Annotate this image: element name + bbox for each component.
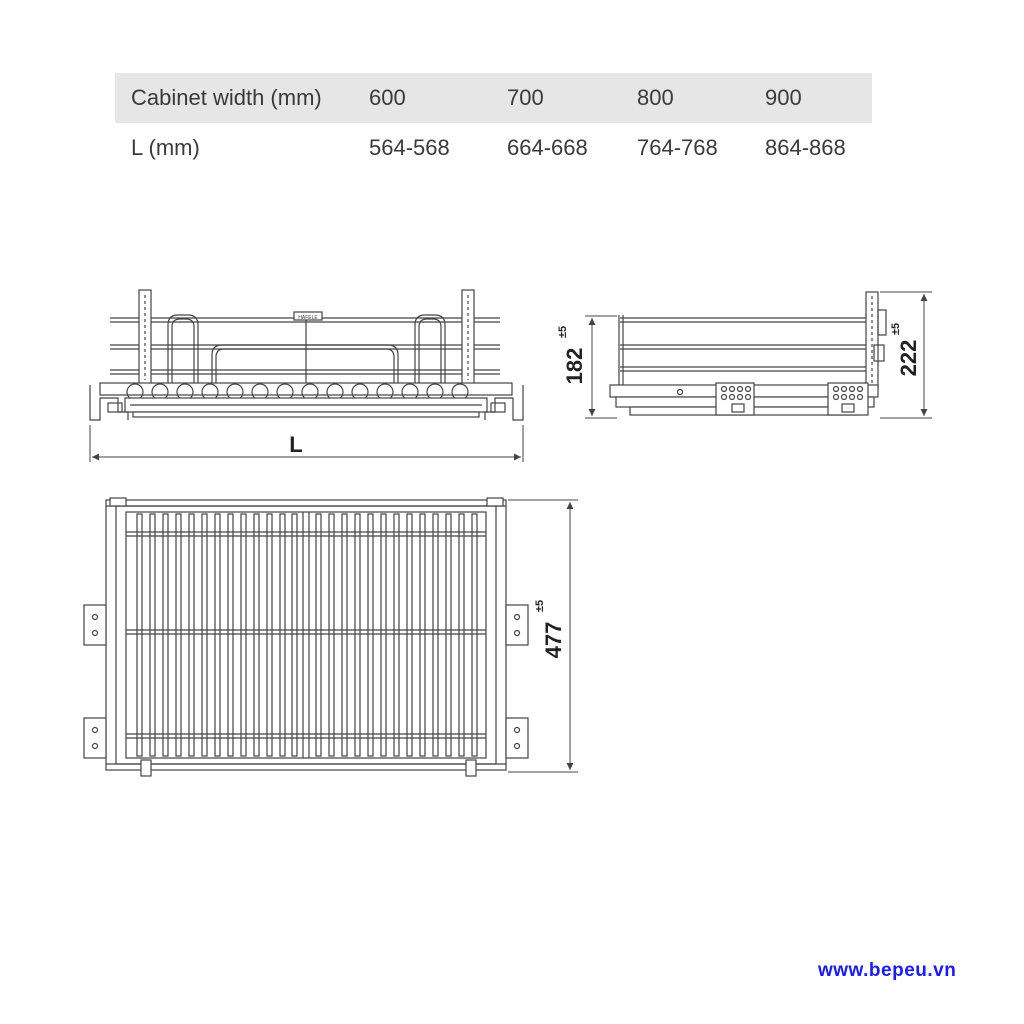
website-watermark: www.bepeu.vn: [818, 960, 957, 981]
dimension-l-label: L: [289, 432, 302, 457]
spec-table-header-row: Cabinet width (mm) 600 700 800 900: [115, 73, 872, 123]
header-600: 600: [369, 73, 507, 123]
row-l-700: 664-668: [507, 135, 588, 160]
side-view-fastener-holes: [720, 385, 864, 401]
dimension-477-tolerance: ±5: [534, 600, 546, 612]
front-brand-mark: HAFELE: [298, 315, 318, 321]
dimension-182: [585, 315, 617, 419]
dimension-477-label: 477: [541, 622, 566, 659]
dimension-182-label: 182: [562, 348, 587, 385]
row-l-800: 764-768: [637, 135, 718, 160]
front-view: HAFELE: [89, 289, 524, 421]
dimension-222: [880, 291, 932, 419]
spec-table: Cabinet width (mm) 600 700 800 900 L (mm…: [115, 73, 872, 173]
dimension-477: [508, 499, 578, 773]
header-700: 700: [507, 73, 637, 123]
header-900: 900: [765, 73, 872, 123]
dimension-182-tolerance: ±5: [557, 326, 569, 338]
spec-table-row-l: L (mm) 564-568 664-668 764-768 864-868: [115, 123, 872, 173]
row-l-600: 564-568: [369, 135, 450, 160]
top-view-slats: [136, 513, 478, 757]
dimension-222-tolerance: ±5: [890, 323, 902, 335]
row-l-label: L (mm): [131, 135, 200, 160]
side-view: [609, 291, 887, 416]
dimension-l: [89, 425, 524, 462]
row-l-900: 864-868: [765, 135, 846, 160]
top-view: [83, 497, 529, 777]
dimension-222-label: 222: [896, 340, 921, 377]
header-cabinet-width: Cabinet width (mm): [115, 73, 369, 123]
header-800: 800: [637, 73, 765, 123]
